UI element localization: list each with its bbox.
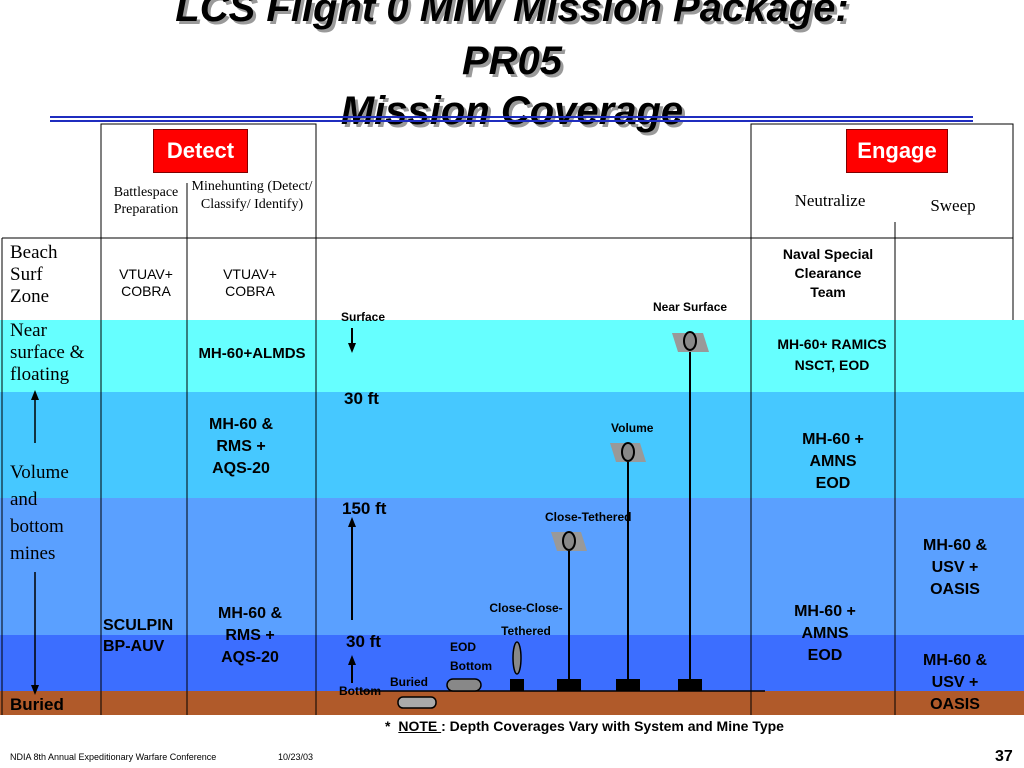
page-title-line3: Mission Coverage <box>340 89 684 133</box>
zone-beach-surf: Beach Surf Zone <box>10 242 58 307</box>
mine-close-tethered-label: Close-Tethered <box>545 510 632 524</box>
mh60-amns-eod-1: MH-60 + AMNS EOD <box>802 431 864 492</box>
mine-eod-bottom-label: EOD Bottom <box>450 640 492 673</box>
band-mid-volume <box>0 498 1024 635</box>
page-number: 37 <box>995 748 1013 765</box>
naval-special-clearance: Naval Special Clearance Team <box>782 246 874 300</box>
depth-bottom: Bottom <box>339 684 381 698</box>
mh60-rms-aqs-1: MH-60 & RMS + AQS-20 <box>208 416 273 477</box>
vtuav-cobra-1: VTUAV+ COBRA <box>119 266 173 299</box>
mine-close-close-tethered-label: Close-Close- Tethered <box>489 601 563 638</box>
sweep-header: Sweep <box>930 196 976 215</box>
band-near-surface <box>0 320 1024 392</box>
mh60-usv-oasis-1: MH-60 & USV + OASIS <box>922 537 987 598</box>
zone-volume-bottom: Volume and bottom mines <box>10 462 69 564</box>
depth-30ft-bottom: 30 ft <box>346 632 381 651</box>
note-text: : Depth Coverages Vary with System and M… <box>441 718 784 734</box>
minehunting-header: Minehunting (Detect/ Classify/ Identify) <box>191 179 313 212</box>
mine-volume-label: Volume <box>611 421 654 435</box>
mine-buried-label: Buried <box>390 675 429 689</box>
page-title-line1: LCS Flight 0 MIW Mission Package: <box>175 0 849 30</box>
vtuav-cobra-2: VTUAV+ COBRA <box>223 266 277 299</box>
depth-note: * NOTE : Depth Coverages Vary with Syste… <box>385 718 784 734</box>
footer-date: 10/23/03 <box>278 752 314 762</box>
page-title-line2: PR05 <box>461 39 563 83</box>
detect-badge: Detect <box>153 129 248 173</box>
zone-near-surface: Near surface & floating <box>10 320 85 385</box>
depth-150ft: 150 ft <box>342 499 387 518</box>
neutralize-header: Neutralize <box>794 191 866 210</box>
footer-conference: NDIA 8th Annual Expeditionary Warfare Co… <box>10 752 217 762</box>
band-buried <box>0 691 1024 715</box>
note-label: NOTE <box>398 718 442 734</box>
note-star: * <box>385 718 391 734</box>
mh60-amns-eod-2: MH-60 + AMNS EOD <box>794 603 856 664</box>
mine-near-surface-label: Near Surface <box>653 300 728 314</box>
battlespace-header: Battlespace Preparation <box>113 185 179 217</box>
mh60-usv-oasis-2: MH-60 & USV + OASIS <box>922 652 987 713</box>
zone-buried: Buried <box>10 695 64 714</box>
mh60-almds: MH-60+ALMDS <box>198 345 306 362</box>
mh60-ramics: MH-60+ RAMICS NSCT, EOD <box>777 336 887 373</box>
sculpin-auv: SCULPIN BP-AUV <box>103 617 174 655</box>
depth-30ft-top: 30 ft <box>344 389 379 408</box>
band-upper-volume <box>0 392 1024 498</box>
depth-surface: Surface <box>341 310 386 324</box>
engage-badge: Engage <box>846 129 948 173</box>
mh60-rms-aqs-2: MH-60 & RMS + AQS-20 <box>217 605 282 666</box>
